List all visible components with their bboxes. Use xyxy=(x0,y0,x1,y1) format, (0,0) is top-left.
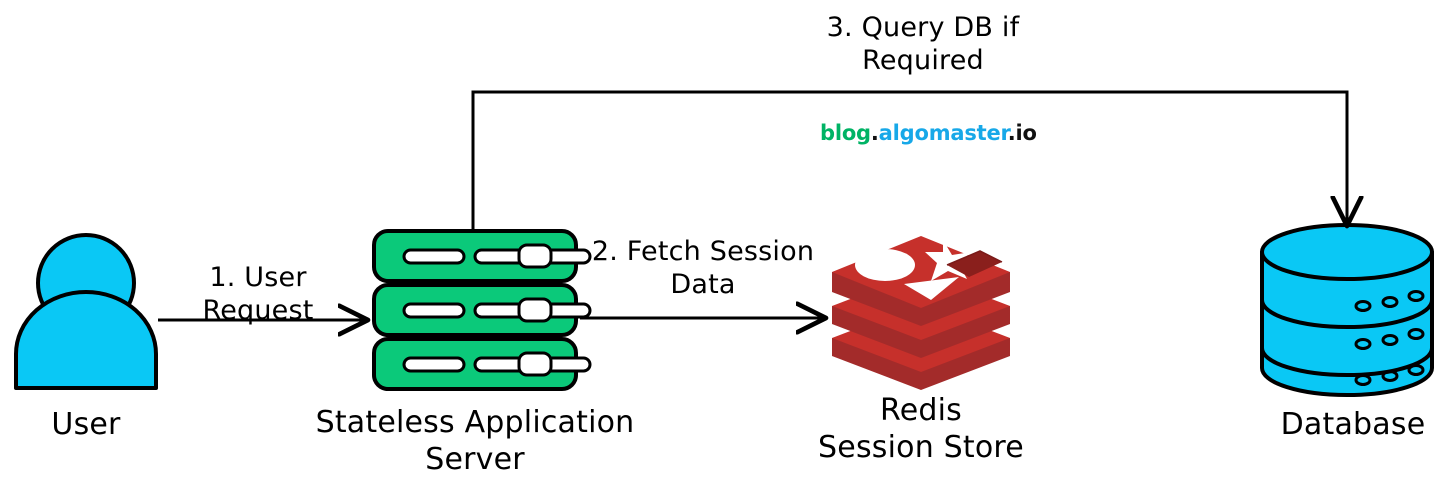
redis-ellipse-glyph xyxy=(855,249,915,281)
server-icon xyxy=(372,229,592,391)
watermark-part-blog: blog xyxy=(820,121,871,145)
node-label-user: User xyxy=(51,407,121,442)
redis-triangle-glyph xyxy=(904,277,959,300)
node-label-redis: Redis Session Store xyxy=(818,393,1024,465)
edge-label-fetch-session-data: 2. Fetch Session Data xyxy=(591,236,815,300)
user-icon xyxy=(14,233,158,390)
watermark-part-algomaster: algomaster xyxy=(878,121,1008,145)
redis-square-glyph xyxy=(947,251,1002,277)
watermark-dot: . xyxy=(870,121,879,145)
database-cylinder-icon xyxy=(1260,223,1434,397)
node-label-app-server: Stateless Application Server xyxy=(315,405,635,477)
redis-icon xyxy=(832,236,1010,390)
edge-server-to-database xyxy=(471,90,1347,229)
watermark-blog-algomaster-io: blog.algomaster.io xyxy=(820,121,1037,145)
edge-label-user-request: 1. User Request xyxy=(202,262,314,326)
node-label-database: Database xyxy=(1280,407,1426,442)
watermark-part-io: .io xyxy=(1007,121,1037,145)
edge-label-query-db: 3. Query DB if Required xyxy=(826,12,1020,76)
